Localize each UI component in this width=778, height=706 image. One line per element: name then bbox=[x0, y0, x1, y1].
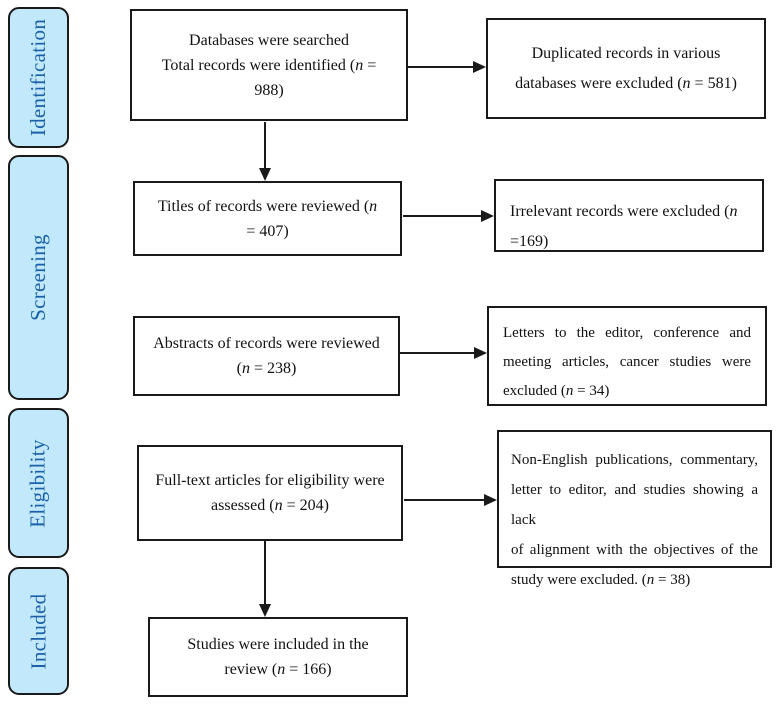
box-text-line: (n = 238) bbox=[236, 360, 297, 377]
box-text-line: Letters to the editor, conference and bbox=[503, 325, 751, 341]
box-text-line: study were excluded. (n = 38) bbox=[511, 572, 691, 588]
box-irrelevant-excluded: Irrelevant records were excluded (n =169… bbox=[494, 179, 764, 252]
box-fulltext-assessed: Full-text articles for eligibility were … bbox=[137, 445, 403, 541]
stage-eligibility-label: Eligibility bbox=[26, 438, 51, 528]
arrow-identified-to-titles-line bbox=[264, 122, 266, 169]
box-letters-conference-cancer-excluded: Letters to the editor, conference and me… bbox=[487, 306, 767, 406]
box-text-line: letter to editor, and studies showing a … bbox=[511, 482, 758, 528]
box-text-line: = 407) bbox=[246, 222, 289, 240]
arrow-fulltext-to-included-head bbox=[259, 604, 271, 617]
box-text-line: =169) bbox=[510, 233, 549, 250]
box-text-line: Non-English publications, commentary, bbox=[511, 452, 758, 468]
stage-screening-label: Screening bbox=[26, 234, 51, 321]
box-text-line: Databases were searched bbox=[189, 31, 349, 49]
arrow-identified-to-titles-head bbox=[259, 168, 271, 181]
stage-identification-label: Identification bbox=[26, 18, 51, 137]
box-text-line: of alignment with the objectives of the bbox=[511, 542, 758, 558]
box-text-line: Duplicated records in various bbox=[531, 44, 721, 62]
box-abstracts-reviewed: Abstracts of records were reviewed (n = … bbox=[133, 316, 400, 396]
box-text-line: Full-text articles for eligibility were bbox=[155, 472, 385, 489]
box-text-line: Abstracts of records were reviewed bbox=[153, 335, 380, 352]
box-duplicates-excluded: Duplicated records in various databases … bbox=[486, 18, 766, 119]
stage-eligibility: Eligibility bbox=[8, 408, 69, 558]
box-non-english-excluded: Non-English publications, commentary, le… bbox=[497, 430, 772, 588]
box-text-line: Irrelevant records were excluded (n bbox=[510, 203, 738, 220]
box-text-line: assessed (n = 204) bbox=[211, 497, 329, 514]
arrow-fulltext-to-included-line bbox=[264, 541, 266, 605]
arrow-fulltext-to-nonenglish-head bbox=[484, 494, 497, 506]
arrow-titles-to-irrelevant-head bbox=[481, 210, 494, 222]
box-text-line: databases were excluded (n = 581) bbox=[515, 74, 737, 92]
stage-identification: Identification bbox=[8, 7, 69, 148]
box-text-line: excluded (n = 34) bbox=[503, 383, 610, 399]
stage-screening: Screening bbox=[8, 155, 69, 400]
arrow-identified-to-duplicates-line bbox=[408, 66, 474, 68]
stage-included: Included bbox=[8, 567, 69, 695]
arrow-abstracts-to-letters-head bbox=[474, 347, 487, 359]
box-text-line: review (n = 166) bbox=[224, 661, 332, 678]
arrow-identified-to-duplicates-head bbox=[473, 61, 486, 73]
box-text-line: Studies were included in the bbox=[187, 636, 369, 653]
arrow-titles-to-irrelevant-line bbox=[403, 215, 482, 217]
box-text-line: meeting articles, cancer studies were bbox=[503, 354, 751, 370]
arrow-abstracts-to-letters-line bbox=[400, 352, 475, 354]
box-studies-included: Studies were included in the review (n =… bbox=[148, 617, 408, 697]
box-titles-reviewed: Titles of records were reviewed (n = 407… bbox=[133, 181, 402, 256]
box-records-identified: Databases were searched Total records we… bbox=[130, 9, 408, 121]
arrow-fulltext-to-nonenglish-line bbox=[404, 499, 485, 501]
stage-included-label: Included bbox=[26, 593, 50, 669]
box-text-line: Titles of records were reviewed (n bbox=[157, 197, 378, 215]
box-text-line: 988) bbox=[254, 81, 284, 99]
box-text-line: Total records were identified (n = bbox=[161, 56, 377, 74]
